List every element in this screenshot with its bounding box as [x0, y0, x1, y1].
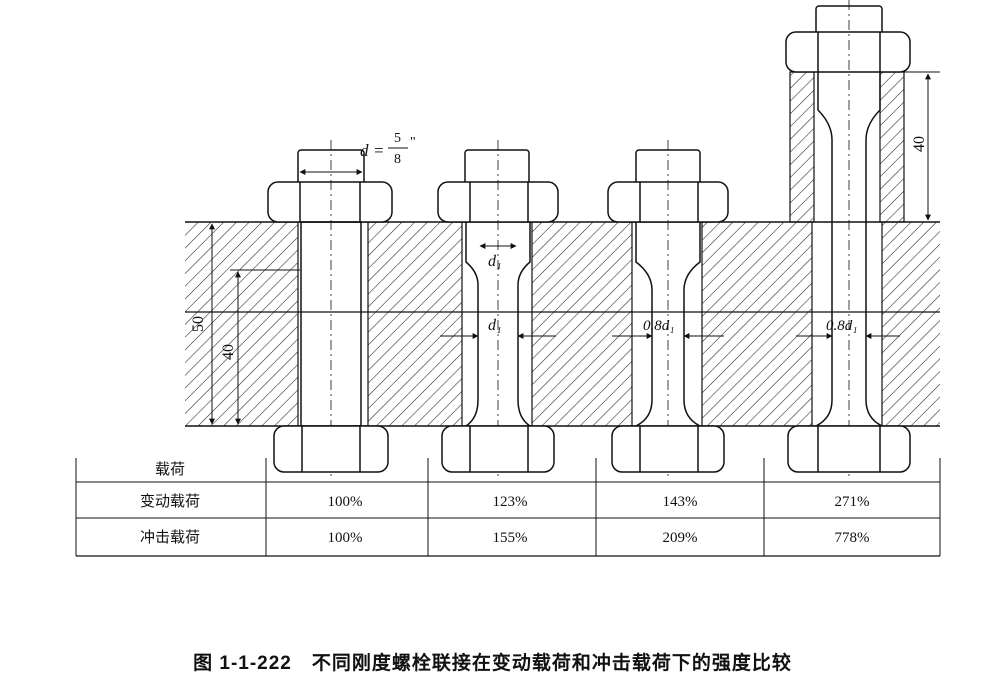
bolt-rigid — [267, 140, 393, 480]
strength-table — [75, 458, 941, 557]
dimension-lines — [205, 71, 940, 425]
label-08d1-bolt4: 0.8d₁ — [826, 318, 857, 334]
label-d1-top: d₁ — [488, 253, 502, 270]
row-1-label: 变动载荷 — [140, 493, 200, 510]
spacer-sleeve — [789, 71, 905, 223]
figure-caption: 图 1-1-222 不同刚度螺栓联接在变动载荷和冲击载荷下的强度比较 — [193, 653, 792, 674]
label-dim-40-top: 40 — [911, 136, 928, 152]
label-dim-50: 50 — [190, 316, 207, 332]
label-eq: = — [374, 141, 384, 160]
label-frac-den: 8 — [394, 152, 401, 167]
label-08d1-bolt3: 0.8d₁ — [643, 318, 674, 334]
clamped-plates — [185, 221, 940, 427]
row-2-col-4: 778% — [835, 530, 870, 546]
label-d: d — [360, 141, 369, 160]
row-1-col-3: 143% — [663, 494, 698, 510]
label-d1-mid: d₁ — [488, 317, 502, 334]
bolt-long-sleeve — [785, 0, 911, 480]
row-1-col-4: 271% — [835, 494, 870, 510]
label-frac-num: 5 — [394, 131, 401, 146]
table-header: 载荷 — [155, 461, 185, 478]
row-2-col-2: 155% — [493, 530, 528, 546]
row-2-col-3: 209% — [663, 530, 698, 546]
row-2-col-1: 100% — [328, 530, 363, 546]
row-1-col-1: 100% — [328, 494, 363, 510]
row-2-label: 冲击载荷 — [140, 529, 200, 546]
bolt-reduced-d1 — [437, 140, 559, 480]
label-dim-40: 40 — [220, 344, 237, 360]
row-1-col-2: 123% — [493, 494, 528, 510]
bolt-reduced-08d1 — [607, 140, 729, 480]
label-inch: " — [410, 135, 416, 150]
dimension-labels: d = 5 8 " 50 40 40 d₁ d₁ 0.8d₁ 0.8d₁ — [190, 131, 928, 360]
table-text: 载荷 变动载荷 100% 123% 143% 271% 冲击载荷 100% 15… — [140, 461, 870, 546]
